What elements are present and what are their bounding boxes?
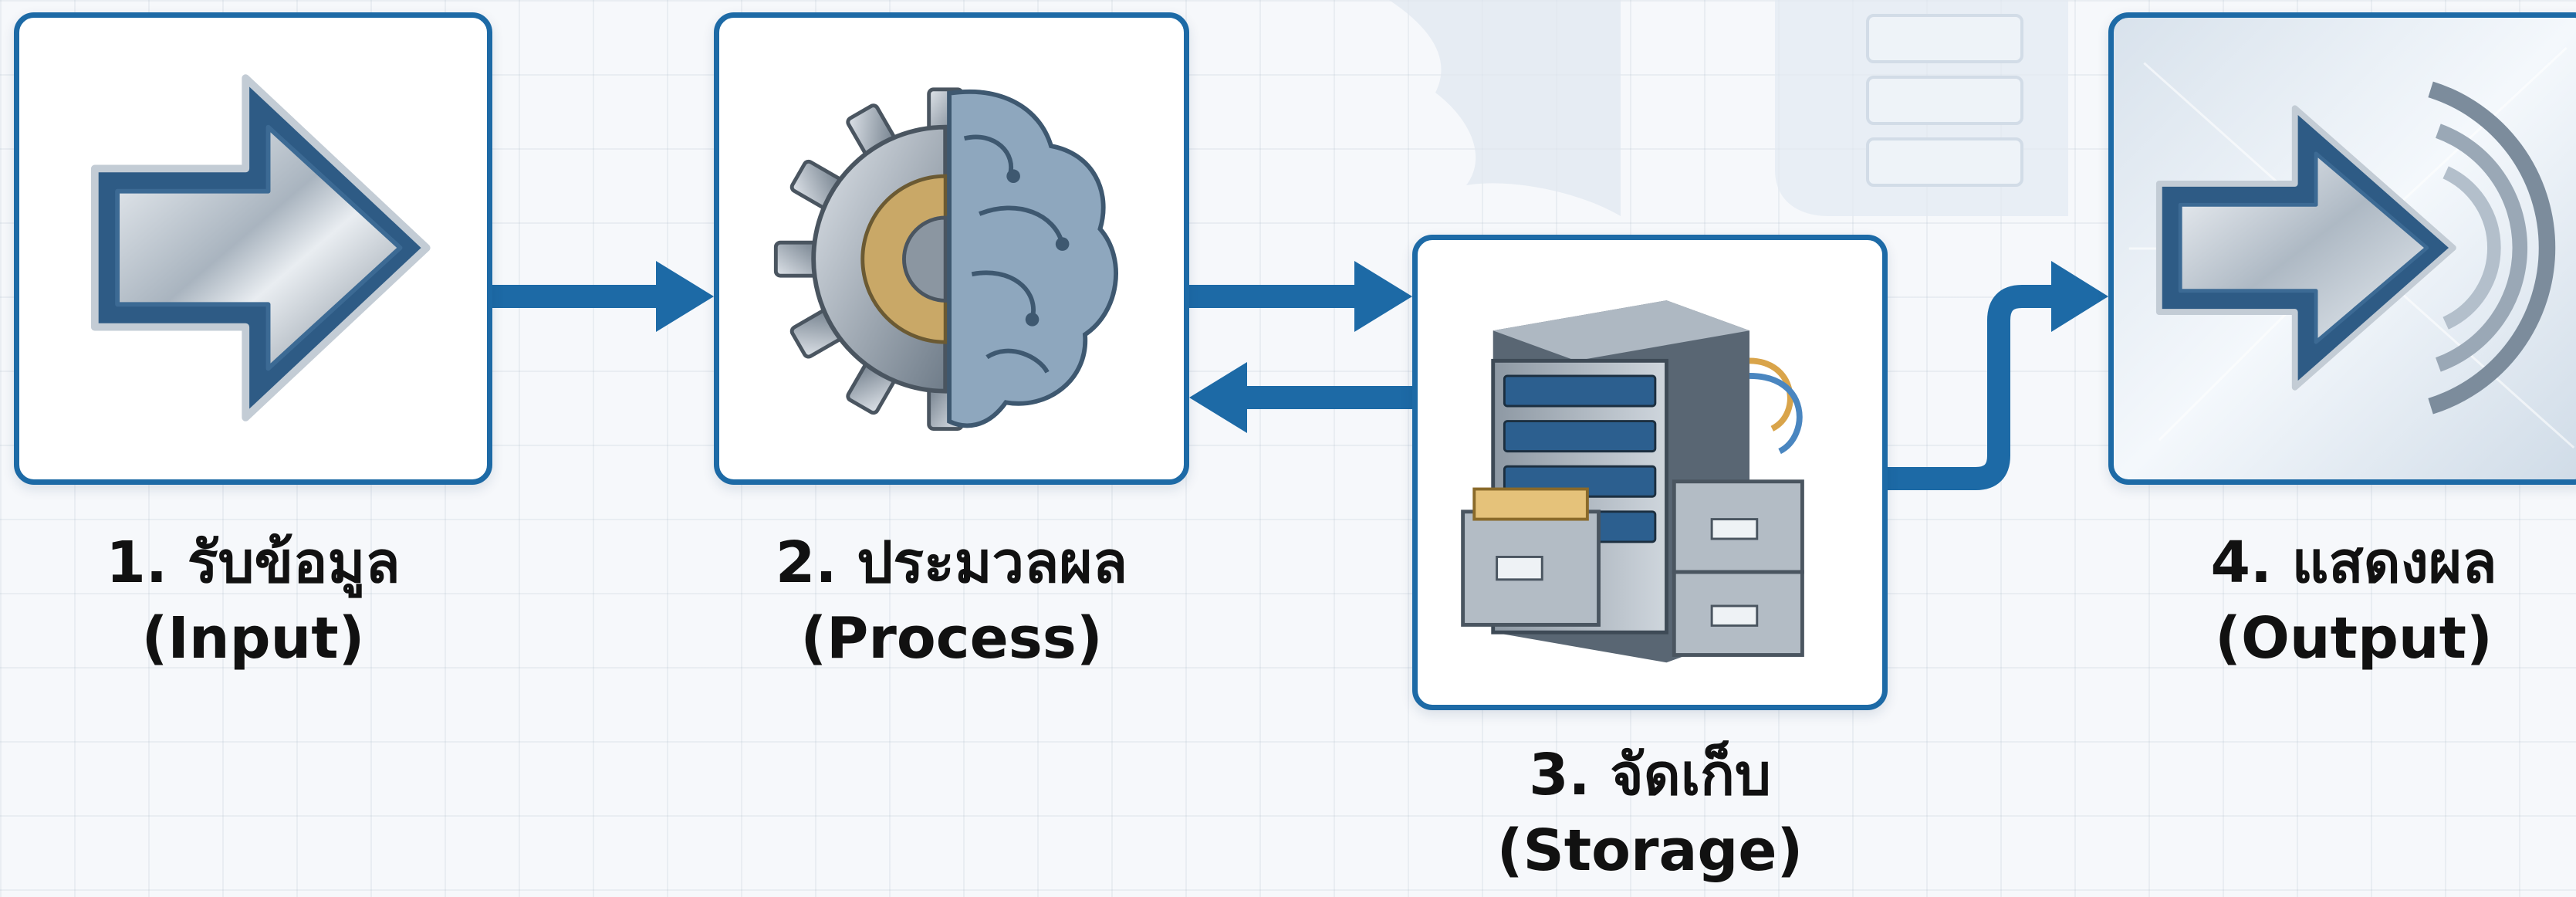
step-storage-label: 3. จัดเก็บ (Storage) bbox=[1412, 737, 1888, 889]
step-output-subtitle: (Output) bbox=[2215, 605, 2493, 672]
arrow-right-icon bbox=[90, 74, 431, 421]
step-process-card bbox=[714, 12, 1189, 485]
step-output-title: 4. แสดงผล bbox=[2210, 530, 2497, 596]
server-cabinet-icon bbox=[1461, 300, 1804, 663]
step-input-label: 1. รับข้อมูล (Input) bbox=[14, 525, 492, 676]
step-storage-title: 3. จัดเก็บ bbox=[1529, 742, 1771, 808]
step-process-title: 2. ประมวลผล bbox=[775, 530, 1128, 596]
step-storage-subtitle: (Storage) bbox=[1496, 817, 1804, 884]
connector-input-to-process bbox=[492, 261, 714, 332]
connector-storage-to-output bbox=[1888, 261, 2108, 490]
step-output-label: 4. แสดงผล (Output) bbox=[2145, 525, 2562, 676]
arrow-signal-icon bbox=[2128, 47, 2575, 449]
step-storage-card bbox=[1412, 235, 1888, 710]
step-input-subtitle: (Input) bbox=[141, 605, 365, 672]
connector-process-to-storage bbox=[1189, 261, 1412, 332]
step-process-label: 2. ประมวลผล (Process) bbox=[714, 525, 1189, 676]
step-output-card bbox=[2108, 12, 2576, 485]
step-input-title: 1. รับข้อมูล bbox=[106, 530, 401, 596]
connector-storage-to-process bbox=[1189, 362, 1412, 433]
step-process-subtitle: (Process) bbox=[800, 605, 1103, 672]
step-input-card bbox=[14, 12, 492, 485]
gear-brain-icon bbox=[773, 87, 1118, 431]
